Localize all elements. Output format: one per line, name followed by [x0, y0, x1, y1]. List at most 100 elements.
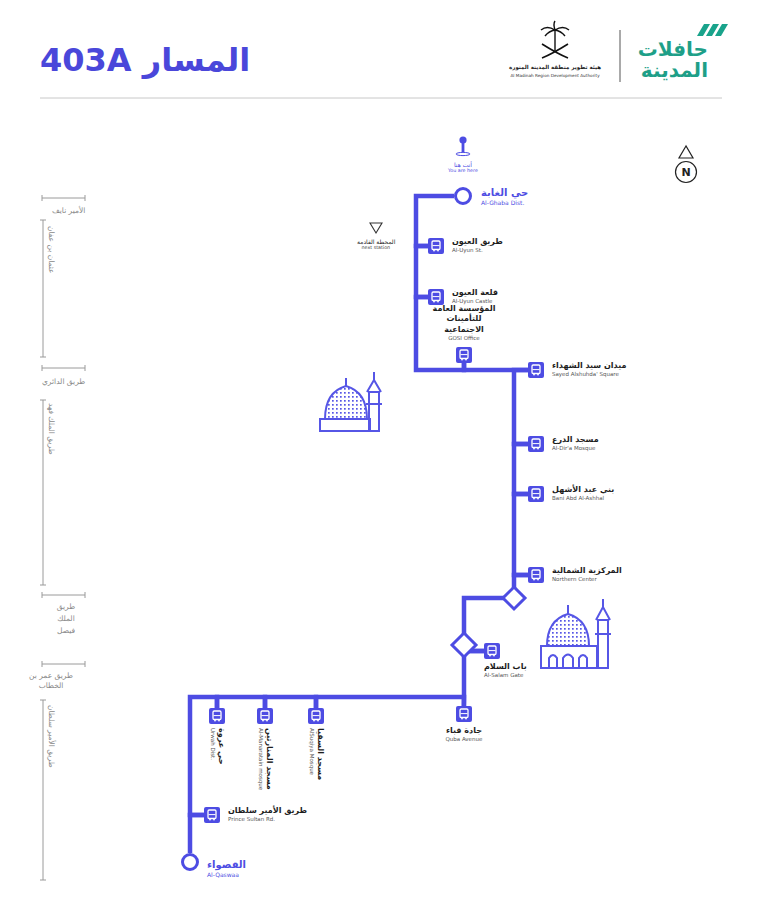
bus-wheel	[214, 720, 216, 722]
bus-glyph	[484, 643, 500, 659]
station-name: حي عروة	[216, 728, 226, 765]
bus-wheel	[209, 819, 211, 821]
bus-wheel	[465, 358, 467, 360]
route-title: المسار 403A	[40, 44, 250, 76]
junction-diamond	[452, 633, 476, 657]
minaret-balcony	[595, 633, 611, 635]
street-bracket	[40, 220, 46, 357]
arches	[549, 655, 587, 669]
bus-wheel	[262, 720, 264, 722]
station-label: قلعة العيونAl-Uyun Castle	[452, 288, 498, 306]
stop-icon	[204, 807, 220, 823]
station-name: المركزية الشمالية	[552, 566, 622, 576]
bus-wheel	[313, 720, 315, 722]
bus-glyph	[456, 706, 472, 722]
pin-head	[459, 136, 466, 143]
station-name-latin: Al-Uyun St.	[452, 247, 503, 254]
bus-wheel	[533, 448, 535, 450]
bus-body	[532, 439, 540, 448]
label-holder: مسجد المنارتينAl-Manaratain mosque	[256, 728, 274, 790]
bus-wheel	[266, 720, 268, 722]
bus-stop: ميدان سيد الشهداءSayed Alshuhda' Square	[528, 361, 626, 379]
station-name-latin: Al-Dir'a Mosque	[552, 445, 599, 452]
label-holder: مسجد السقياAlSuqiya Mosque	[307, 728, 325, 780]
bus-body	[532, 489, 540, 498]
station-name: مسجد المنارتين	[264, 728, 274, 790]
you-are-here-latin: You are here	[448, 168, 478, 174]
station-name: قلعة العيون	[452, 288, 498, 298]
station-name-latin: Urwah Dist.	[208, 728, 215, 765]
station-label: طريق العيونAl-Uyun St.	[452, 237, 503, 255]
label-holder: حي عروةUrwah Dist.	[208, 728, 226, 765]
bus-wheel	[465, 718, 467, 720]
station-label: جادة قباءQuba Avenue	[446, 726, 483, 744]
pin-stem	[462, 143, 465, 152]
minaret	[598, 620, 608, 668]
bus-glyph	[257, 708, 273, 724]
dome-finial	[567, 605, 569, 614]
station-name-latin: Bani Abd Al-Ashhal	[552, 495, 614, 502]
bus-body	[460, 709, 468, 718]
logo-separator	[620, 30, 621, 82]
station-label: حي عروةUrwah Dist.	[208, 728, 226, 765]
bus-wheel	[533, 374, 535, 376]
bus-wheel	[433, 250, 435, 252]
bus-window	[214, 715, 221, 716]
bus-glyph	[528, 486, 544, 502]
next-station: المحطة القادمة	[357, 238, 395, 245]
route-line	[514, 494, 528, 575]
street-name: عثمان بن عفان	[47, 226, 56, 274]
minaret-balcony	[366, 403, 382, 405]
street-name: الأمير نايف	[52, 206, 85, 215]
saudi-emblem	[541, 21, 569, 58]
bus-glyph	[209, 708, 225, 724]
bus-body	[208, 810, 216, 819]
station-name-latin: Quba Avenue	[446, 736, 483, 743]
bus-window	[433, 296, 440, 297]
bus-glyph	[528, 436, 544, 452]
bus-stop: المركزية الشماليةNorthern Center	[528, 566, 622, 584]
mosque-right	[541, 599, 611, 668]
bus-stop: قلعة العيونAl-Uyun Castle	[428, 288, 498, 306]
bus-wheel	[461, 718, 463, 720]
bus-glyph	[428, 238, 444, 254]
bus-wheel	[537, 374, 539, 376]
station-name-latin: Sayed Alshuhda' Square	[552, 371, 626, 378]
bus-stop: باب السلامAl-Salam Gate	[484, 643, 527, 680]
bus-stop: طريق العيونAl-Uyun St.	[428, 237, 503, 255]
bus-stop: بني عبد الأشهلBani Abd Al-Ashhal	[528, 485, 614, 503]
next-station-latin: next station	[362, 245, 391, 251]
station-label: ميدان سيد الشهداءSayed Alshuhda' Square	[552, 361, 626, 379]
mosque-base	[320, 419, 370, 431]
palm-trunk	[554, 30, 555, 52]
mosque-base	[541, 646, 597, 668]
route-line	[464, 575, 528, 651]
bus-wheel	[433, 301, 435, 303]
stop-icon	[209, 708, 225, 724]
you-are-here: أنت هنا	[454, 161, 472, 168]
station-name: بني عبد الأشهل	[552, 485, 614, 495]
station-name-latin: Prince Sultan Rd.	[228, 816, 307, 823]
bus-wheel	[533, 498, 535, 500]
street-bar	[42, 592, 85, 598]
bus-glyph	[528, 362, 544, 378]
minaret-finial	[602, 599, 604, 607]
station-label: مسجد المنارتينAl-Manaratain mosque	[256, 728, 274, 790]
bus-body	[532, 570, 540, 579]
bus-stop: جادة قباءQuba Avenue	[446, 706, 483, 744]
station-label: باب السلامAl-Salam Gate	[484, 662, 527, 680]
bus-wheel	[493, 655, 495, 657]
stripe	[715, 24, 728, 36]
route-line	[217, 697, 265, 708]
station-label: المركزية الشماليةNorthern Center	[552, 566, 622, 584]
bus-glyph	[456, 347, 472, 363]
station-name: المؤسسة العامة للتأمينات الاجتماعية	[426, 304, 502, 335]
bus-wheel	[461, 358, 463, 360]
street-bracket	[40, 400, 46, 585]
station-label: بني عبد الأشهلBani Abd Al-Ashhal	[552, 485, 614, 503]
bus-body	[432, 241, 440, 250]
stop-icon	[257, 708, 273, 724]
station-name-latin: Al-Qaswaa	[207, 871, 246, 879]
bus-wheel	[533, 579, 535, 581]
authority-name: هيئة تطوير منطقة المدينة المنورة	[509, 64, 601, 71]
